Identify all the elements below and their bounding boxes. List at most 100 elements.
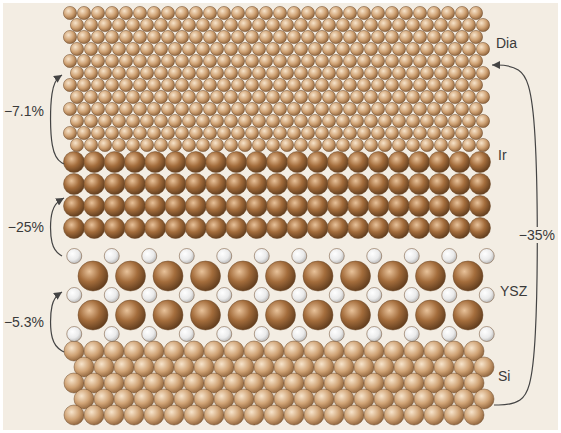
atom-sphere [420, 114, 433, 127]
atom-sphere [266, 90, 279, 103]
atom-sphere [273, 78, 286, 91]
atom-sphere [217, 327, 232, 342]
atom-sphere [388, 218, 409, 239]
atom-sphere [145, 152, 166, 173]
atom-sphere [84, 218, 105, 239]
atom-sphere [434, 18, 447, 31]
atom-sphere [124, 174, 145, 195]
atom-sphere [91, 54, 104, 67]
atom-sphere [308, 66, 321, 79]
atom-sphere [409, 174, 430, 195]
atom-sphere [429, 196, 450, 217]
atom-sphere [442, 288, 457, 303]
atom-sphere [105, 6, 118, 19]
atom-sphere [392, 18, 405, 31]
atom-sphere [399, 126, 412, 139]
atom-sphere [364, 405, 384, 425]
atom-sphere [273, 54, 286, 67]
atom-sphere [404, 249, 419, 264]
atom-sphere [133, 6, 146, 19]
atom-sphere [479, 288, 494, 303]
atom-sphere [429, 218, 450, 239]
atom-sphere [246, 152, 267, 173]
atom-sphere [453, 261, 483, 291]
atom-sphere [189, 6, 202, 19]
atom-sphere [84, 90, 97, 103]
atom-sphere [266, 261, 296, 291]
layer-band: Ir [64, 150, 494, 240]
atom-sphere [307, 152, 328, 173]
atom-sphere [147, 78, 160, 91]
atom-sphere [280, 138, 293, 151]
atom-sphere [336, 66, 349, 79]
atom-sphere [77, 30, 90, 43]
atom-sphere [344, 405, 364, 425]
atom-sphere [350, 90, 363, 103]
atom-sphere [217, 288, 232, 303]
atom-sphere [147, 54, 160, 67]
atom-sphere [409, 218, 430, 239]
atom-sphere [449, 152, 470, 173]
atom-sphere [304, 405, 324, 425]
atom-sphere [420, 42, 433, 55]
atom-sphere [224, 90, 237, 103]
atom-sphere [196, 90, 209, 103]
atom-sphere [343, 6, 356, 19]
atom-sphere [147, 126, 160, 139]
atom-sphere [442, 327, 457, 342]
atom-sphere [140, 114, 153, 127]
atom-sphere [448, 18, 461, 31]
atom-sphere [70, 138, 83, 151]
atom-sphere [441, 78, 454, 91]
atom-sphere [462, 138, 475, 151]
atom-sphere [357, 6, 370, 19]
atom-sphere [210, 42, 223, 55]
atom-sphere [336, 42, 349, 55]
atom-sphere [449, 218, 470, 239]
atom-sphere [238, 18, 251, 31]
atom-sphere [245, 102, 258, 115]
atom-sphere [217, 102, 230, 115]
atom-sphere [203, 54, 216, 67]
atom-sphere [368, 174, 389, 195]
atom-sphere [371, 78, 384, 91]
atom-sphere [336, 90, 349, 103]
atom-sphere [105, 54, 118, 67]
atom-sphere [112, 114, 125, 127]
atom-sphere [371, 126, 384, 139]
atom-layers [63, 6, 494, 425]
layer-label: Ir [498, 147, 507, 163]
atom-sphere [133, 102, 146, 115]
atom-sphere [350, 18, 363, 31]
atom-sphere [420, 90, 433, 103]
atom-sphere [455, 126, 468, 139]
atom-sphere [254, 249, 269, 264]
atom-sphere [280, 42, 293, 55]
atom-sphere [104, 405, 124, 425]
atom-sphere [329, 30, 342, 43]
atom-sphere [63, 30, 76, 43]
atom-sphere [63, 102, 76, 115]
atom-sphere [267, 218, 288, 239]
atom-sphere [124, 218, 145, 239]
atom-sphere [357, 126, 370, 139]
atom-sphere [140, 42, 153, 55]
atom-sphere [196, 18, 209, 31]
atom-sphere [238, 90, 251, 103]
atom-sphere [179, 288, 194, 303]
atom-sphere [462, 42, 475, 55]
atom-sphere [368, 152, 389, 173]
atom-sphere [206, 174, 227, 195]
atom-sphere [329, 288, 344, 303]
atom-sphere [175, 78, 188, 91]
atom-sphere [104, 152, 125, 173]
atom-sphere [287, 126, 300, 139]
atom-sphere [406, 42, 419, 55]
atom-sphere [217, 54, 230, 67]
atom-sphere [406, 90, 419, 103]
atom-sphere [204, 405, 224, 425]
atom-sphere [267, 152, 288, 173]
atom-sphere [133, 126, 146, 139]
atom-sphere [315, 6, 328, 19]
atom-sphere [266, 300, 296, 330]
